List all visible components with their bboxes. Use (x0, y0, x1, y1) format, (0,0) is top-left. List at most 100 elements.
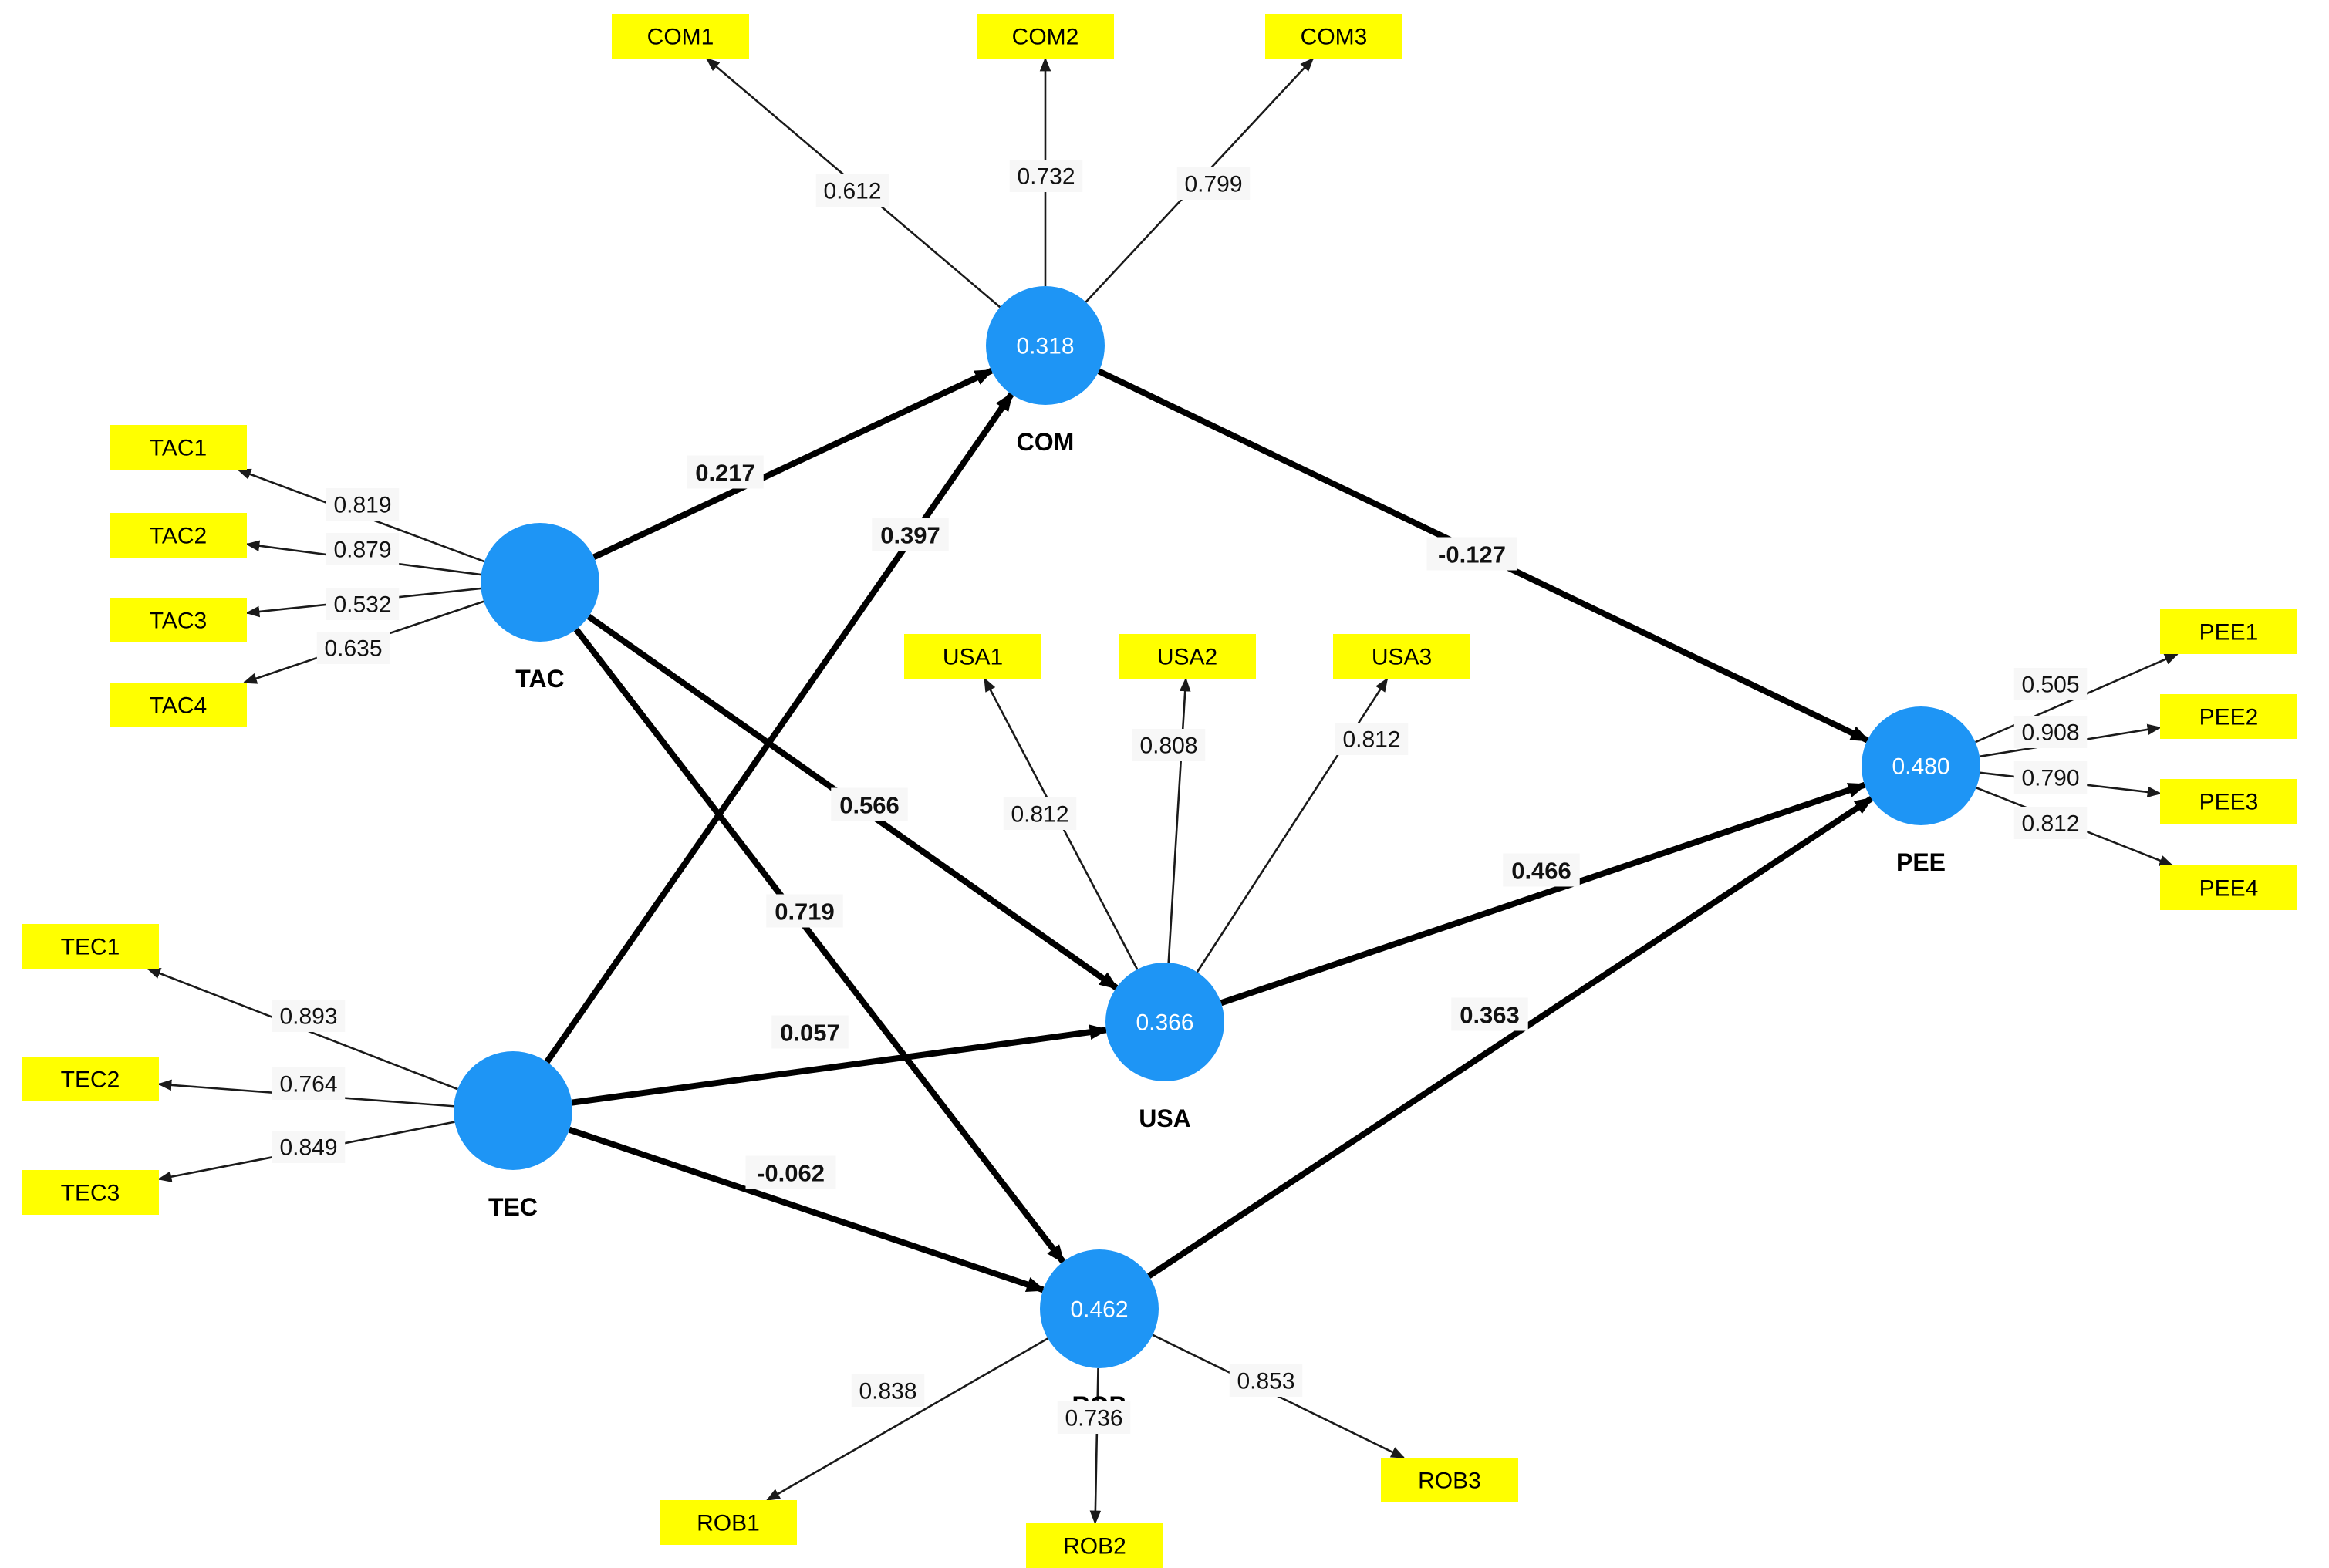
coefficient-label-bg (272, 1000, 346, 1032)
indicator-box (22, 1170, 159, 1215)
path-edge-tec-usa (571, 1024, 1109, 1106)
latent-circle (1105, 963, 1224, 1081)
indicator-tac3[interactable]: TAC3 (110, 598, 247, 642)
path-label-tac-rob[interactable]: 0.719 (766, 894, 843, 928)
coefficient-label-bg (316, 632, 390, 664)
coefficient-value: 0.790 (2021, 766, 2079, 791)
coefficient-value: -0.062 (757, 1160, 825, 1187)
loading-label-tac-tac1[interactable]: 0.819 (326, 488, 400, 521)
coefficient-label-layer: 0.612 0.732 0.799 0.819 0.879 0.532 0.635 0.893… (272, 160, 2088, 1434)
loading-label-usa-usa3[interactable]: 0.812 (1335, 723, 1409, 755)
path-label-tec-usa[interactable]: 0.057 (771, 1015, 849, 1049)
loading-label-tac-tac3[interactable]: 0.532 (326, 588, 400, 620)
coefficient-label-bg (766, 894, 843, 928)
coefficient-value: 0.736 (1065, 1406, 1122, 1431)
indicator-tac4[interactable]: TAC4 (110, 683, 247, 727)
loading-label-usa-usa1[interactable]: 0.812 (1003, 797, 1077, 830)
indicator-rob3[interactable]: ROB3 (1381, 1458, 1518, 1502)
indicator-pee3[interactable]: PEE3 (2160, 779, 2297, 824)
loading-label-com-com3[interactable]: 0.799 (1176, 167, 1251, 200)
path-edge-tec-rob (568, 1126, 1046, 1293)
path-label-tec-com[interactable]: 0.397 (872, 518, 949, 551)
indicator-com3[interactable]: COM3 (1265, 14, 1402, 59)
coefficient-label-bg (1503, 853, 1580, 887)
latent-tec[interactable]: TEC (454, 1051, 572, 1221)
path-label-tac-com[interactable]: 0.217 (687, 455, 764, 489)
coefficient-value: 0.908 (2021, 720, 2079, 746)
path-label-rob-pee[interactable]: 0.363 (1451, 997, 1528, 1031)
latent-rob[interactable]: 0.462ROB (1040, 1249, 1159, 1419)
indicator-com1[interactable]: COM1 (612, 14, 749, 59)
coefficient-label-bg (326, 488, 400, 521)
indicator-tec2[interactable]: TEC2 (22, 1057, 159, 1101)
loading-label-pee-pee3[interactable]: 0.790 (2013, 761, 2088, 794)
indicator-box (904, 634, 1041, 679)
indicator-tac1[interactable]: TAC1 (110, 425, 247, 470)
coefficient-label-bg (1451, 997, 1528, 1031)
indicator-pee2[interactable]: PEE2 (2160, 694, 2297, 739)
indicator-tac2[interactable]: TAC2 (110, 513, 247, 558)
indicator-rob2[interactable]: ROB2 (1026, 1523, 1163, 1568)
indicator-label: TAC1 (150, 436, 207, 461)
path-label-com-pee[interactable]: -0.127 (1426, 537, 1517, 571)
loading-label-com-com2[interactable]: 0.732 (1009, 160, 1083, 192)
indicator-pee4[interactable]: PEE4 (2160, 865, 2297, 910)
coefficient-value: 0.838 (859, 1379, 916, 1404)
loading-label-usa-usa2[interactable]: 0.808 (1132, 729, 1206, 761)
loading-label-pee-pee4[interactable]: 0.812 (2013, 807, 2088, 839)
loading-label-pee-pee1[interactable]: 0.505 (2013, 668, 2088, 700)
coefficient-value: 0.732 (1017, 164, 1075, 190)
loading-label-rob-rob1[interactable]: 0.838 (851, 1374, 925, 1407)
loading-label-tac-tac4[interactable]: 0.635 (316, 632, 390, 664)
coefficient-value: -0.127 (1438, 541, 1506, 568)
indicator-tec1[interactable]: TEC1 (22, 924, 159, 969)
loading-edge-rob-rob1 (765, 1337, 1048, 1502)
indicator-box (1265, 14, 1402, 59)
indicator-usa1[interactable]: USA1 (904, 634, 1041, 679)
indicator-box (110, 598, 247, 642)
indicator-box (110, 425, 247, 470)
indicator-label: TAC3 (150, 609, 207, 634)
latent-circle (454, 1051, 572, 1170)
path-edge-tec-com (544, 392, 1014, 1064)
coefficient-value: 0.799 (1184, 172, 1242, 197)
indicator-label: PEE2 (2199, 705, 2259, 730)
loading-label-com-com1[interactable]: 0.612 (815, 174, 889, 207)
latent-tac[interactable]: TAC (481, 523, 599, 693)
structural-edge-layer (544, 368, 1874, 1293)
coefficient-label-bg (1426, 537, 1517, 571)
loading-label-tec-tec3[interactable]: 0.849 (272, 1131, 346, 1163)
coefficient-value: 0.812 (2021, 811, 2079, 837)
coefficient-value: 0.764 (279, 1072, 337, 1098)
latent-circle (986, 286, 1105, 405)
loading-label-tac-tac2[interactable]: 0.879 (326, 533, 400, 565)
indicator-usa2[interactable]: USA2 (1119, 634, 1256, 679)
path-label-tac-usa[interactable]: 0.566 (831, 787, 908, 821)
path-label-usa-pee[interactable]: 0.466 (1503, 853, 1580, 887)
indicator-rob1[interactable]: ROB1 (660, 1500, 797, 1545)
coefficient-label-bg (872, 518, 949, 551)
loading-label-pee-pee2[interactable]: 0.908 (2013, 716, 2088, 748)
loading-label-rob-rob2[interactable]: 0.736 (1057, 1401, 1131, 1434)
indicator-pee1[interactable]: PEE1 (2160, 609, 2297, 654)
indicator-com2[interactable]: COM2 (977, 14, 1114, 59)
coefficient-label-bg (851, 1374, 925, 1407)
loading-label-tec-tec2[interactable]: 0.764 (272, 1067, 346, 1100)
loading-label-tec-tec1[interactable]: 0.893 (272, 1000, 346, 1032)
indicator-tec3[interactable]: TEC3 (22, 1170, 159, 1215)
coefficient-value: 0.853 (1237, 1369, 1294, 1394)
coefficient-label-bg (1009, 160, 1083, 192)
coefficient-label-bg (1057, 1401, 1131, 1434)
indicator-label: PEE1 (2199, 620, 2259, 646)
indicator-usa3[interactable]: USA3 (1333, 634, 1470, 679)
loading-label-rob-rob3[interactable]: 0.853 (1229, 1364, 1303, 1397)
coefficient-value: 0.893 (279, 1004, 337, 1030)
path-edge-tac-rob (573, 627, 1066, 1264)
indicator-label: TEC3 (61, 1181, 120, 1206)
path-label-tec-rob[interactable]: -0.062 (745, 1155, 836, 1189)
indicator-box (2160, 609, 2297, 654)
coefficient-value: 0.532 (333, 592, 391, 618)
